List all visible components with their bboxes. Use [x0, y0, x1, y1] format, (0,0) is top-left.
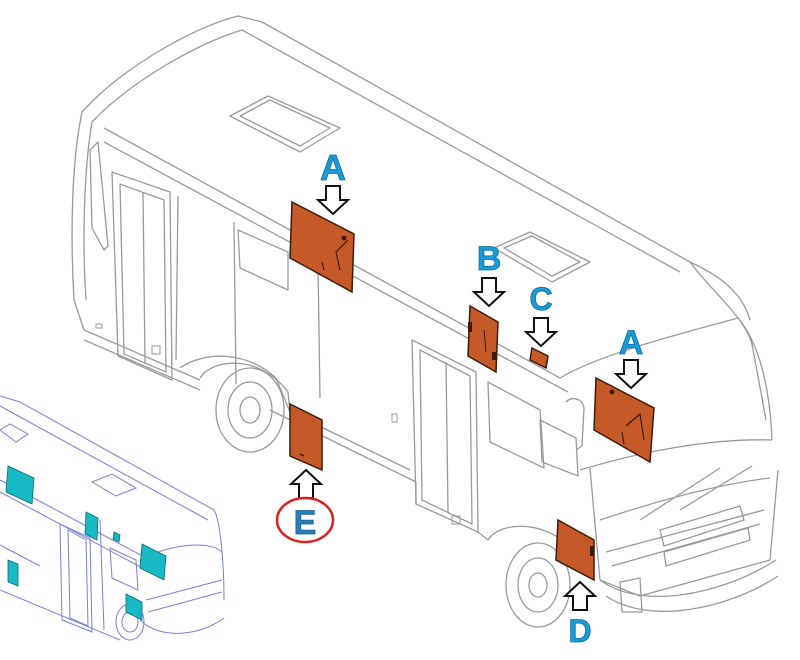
bus-line-art [71, 15, 779, 628]
callout-c: C [523, 281, 559, 348]
callout-c-letter: C [529, 281, 552, 317]
callout-e-circle [275, 496, 335, 544]
panel-e [289, 402, 323, 472]
thumbnail-bus [0, 395, 225, 641]
callout-a-side-letter: A [320, 147, 346, 188]
callout-a-front-arrow [613, 359, 649, 390]
callout-a-side: A [315, 147, 351, 216]
callout-d-arrow [562, 580, 598, 611]
callout-b-letter: B [477, 240, 502, 278]
callout-e: E [275, 468, 335, 544]
callout-a-front: A [613, 324, 649, 390]
bus-detail-marks [95, 323, 461, 525]
panel-a-front [593, 376, 655, 464]
callout-b-arrow [471, 277, 507, 308]
callout-e-letter: E [294, 504, 317, 542]
service-panels [289, 200, 655, 582]
callout-e-arrow [288, 468, 324, 499]
callout-b: B [471, 240, 507, 308]
panel-d [555, 518, 595, 582]
panel-c [529, 346, 549, 370]
callout-c-arrow [523, 317, 559, 348]
panel-b [467, 304, 499, 374]
callouts: A B C A D E [275, 147, 649, 649]
callout-a-front-letter: A [619, 324, 644, 362]
panel-a-side [289, 200, 355, 294]
callout-d: D [562, 580, 598, 649]
callout-d-letter: D [568, 613, 591, 649]
callout-a-side-arrow [315, 185, 351, 216]
